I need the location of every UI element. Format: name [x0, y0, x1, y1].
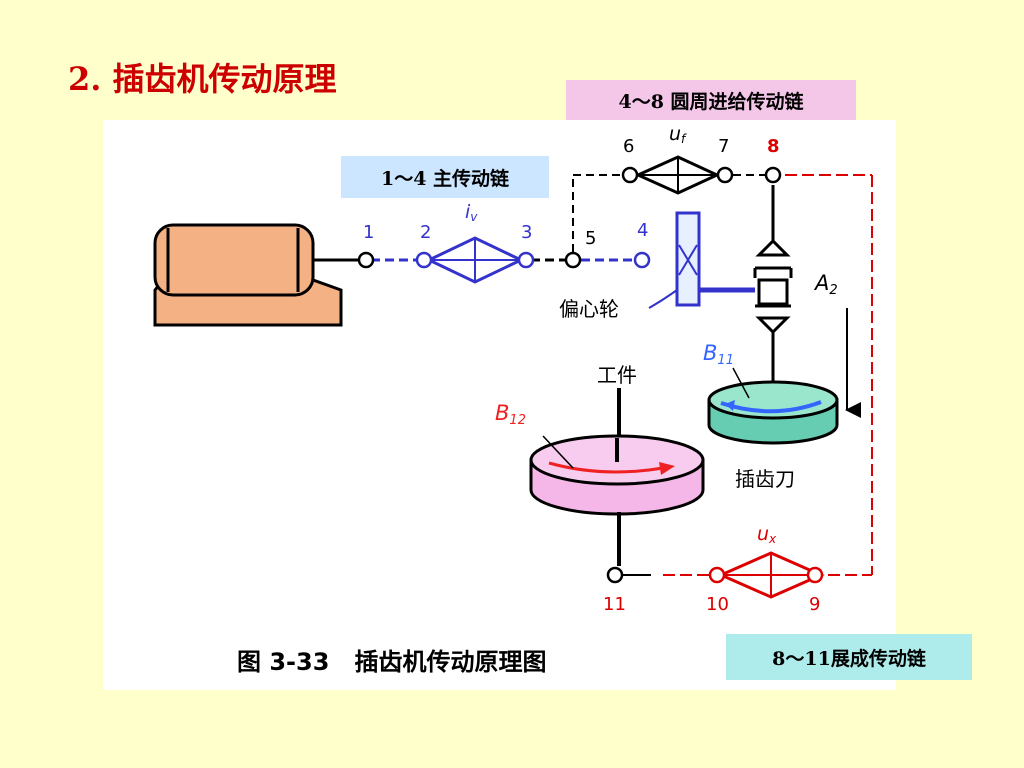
- slide-title: 2. 插齿机传动原理: [68, 60, 337, 98]
- cutter-disk-icon: [707, 367, 839, 445]
- feed-chain: [572, 155, 765, 252]
- node-label-11: 11: [603, 594, 626, 615]
- node-label-10: 10: [706, 594, 729, 615]
- feed-chain-label: 4～8 圆周进给传动链: [566, 80, 856, 120]
- node-label-1: 1: [363, 222, 374, 243]
- generating-chain-label: 8～11展成传动链: [726, 634, 972, 680]
- a2-label: A2: [813, 271, 838, 298]
- node-label-9: 9: [809, 594, 820, 615]
- node-label-3: 3: [521, 222, 532, 243]
- diagram-panel: 1 2 3 5 4 6 7 8 9 10 11 iv uf ux 偏心轮 工件 …: [103, 120, 896, 690]
- main-chain-label: 1～4 主传动链: [341, 156, 549, 198]
- cutter-spindle: [753, 185, 793, 382]
- ratio-uf: uf: [669, 123, 687, 146]
- figure-caption: 图 3-33 插齿机传动原理图: [237, 648, 546, 676]
- motor-icon: [153, 223, 361, 327]
- transmission-diagram: 1 2 3 5 4 6 7 8 9 10 11 iv uf ux 偏心轮 工件 …: [153, 123, 873, 676]
- b11-label: B11: [703, 341, 734, 368]
- workpiece-label: 工件: [597, 363, 637, 387]
- cutter-label: 插齿刀: [735, 467, 795, 491]
- node-label-4: 4: [637, 220, 648, 241]
- ratio-ux: ux: [757, 523, 777, 546]
- node-label-8: 8: [767, 136, 780, 157]
- node-label-2: 2: [420, 222, 431, 243]
- workpiece-icon: [529, 388, 705, 566]
- node-label-6: 6: [623, 136, 634, 157]
- node-label-5: 5: [585, 228, 596, 249]
- eccentric-wheel-icon: [648, 211, 755, 309]
- eccentric-label: 偏心轮: [559, 297, 619, 321]
- ratio-iv: iv: [465, 201, 478, 224]
- b12-label: B12: [495, 401, 526, 428]
- node-circles: [357, 166, 824, 584]
- node-label-7: 7: [718, 136, 729, 157]
